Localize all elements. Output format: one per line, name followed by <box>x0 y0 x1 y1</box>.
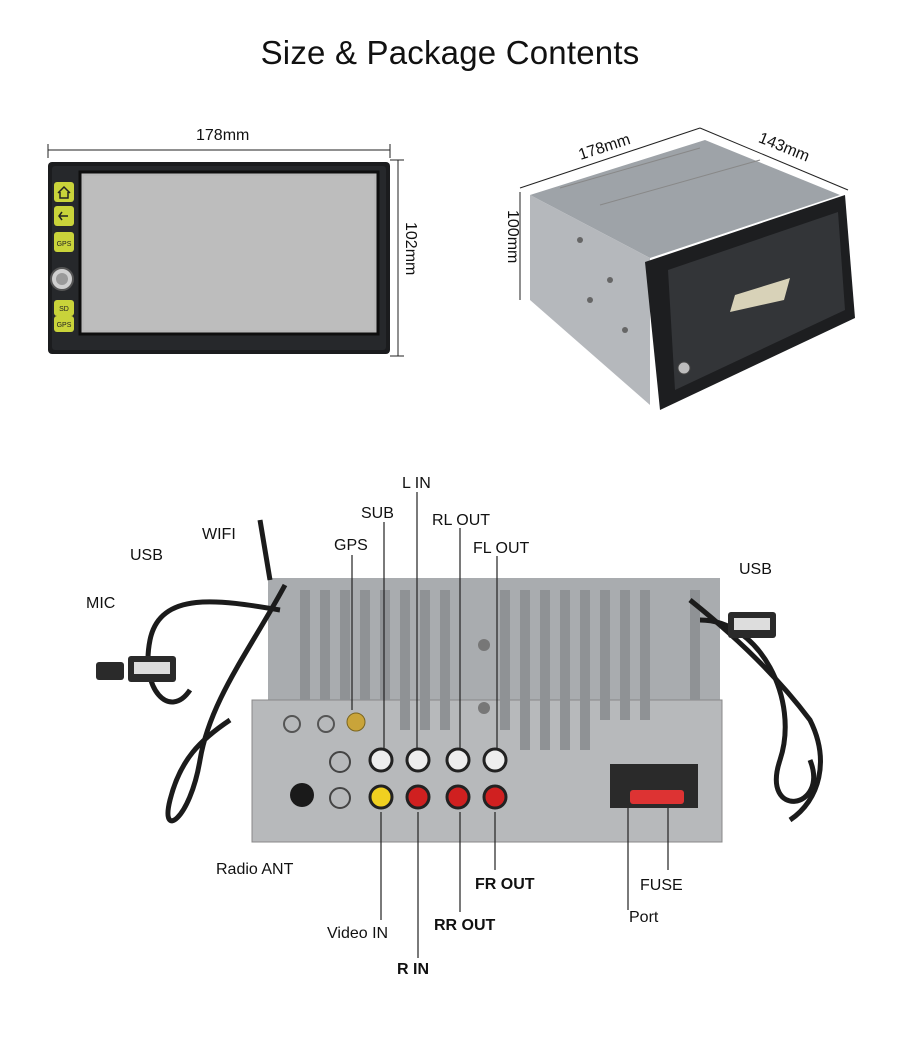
label-sub: SUB <box>361 505 394 522</box>
front-buttons: GPS SD GPS <box>50 182 74 332</box>
front-height-label: 102mm <box>402 222 419 276</box>
gps-button-label: GPS <box>57 241 72 248</box>
front-height-dimension <box>390 159 404 357</box>
label-video-in: Video IN <box>327 925 389 942</box>
label-port: Port <box>629 909 659 926</box>
label-gps: GPS <box>334 537 368 554</box>
iso-dimension-lines <box>519 127 849 300</box>
sd-button-label: SD <box>59 306 69 313</box>
page-title: Size & Package Contents <box>260 34 640 71</box>
label-r-in: R IN <box>397 961 429 978</box>
side-height-label: 100mm <box>504 210 521 264</box>
wires <box>145 519 823 824</box>
label-l-in: L IN <box>402 475 431 492</box>
iso-device <box>530 140 855 410</box>
gps-button-label-2: GPS <box>57 322 72 329</box>
label-rr-out: RR OUT <box>434 917 496 934</box>
label-rl-out: RL OUT <box>432 512 491 529</box>
label-usb-left: USB <box>130 547 163 564</box>
front-width-label: 178mm <box>196 127 250 144</box>
callout-lines <box>351 492 669 958</box>
front-width-dimension <box>47 144 391 158</box>
label-usb-right: USB <box>739 561 772 578</box>
rear-connectors <box>283 639 698 810</box>
label-radio-ant: Radio ANT <box>216 861 294 878</box>
front-device <box>48 162 390 354</box>
heat-sink-fins <box>300 590 700 750</box>
label-fl-out: FL OUT <box>473 540 530 557</box>
label-wifi: WIFI <box>202 526 236 543</box>
label-fr-out: FR OUT <box>475 876 535 893</box>
label-mic: MIC <box>86 595 116 612</box>
label-fuse: FUSE <box>640 877 683 894</box>
usb-plugs <box>96 612 776 682</box>
